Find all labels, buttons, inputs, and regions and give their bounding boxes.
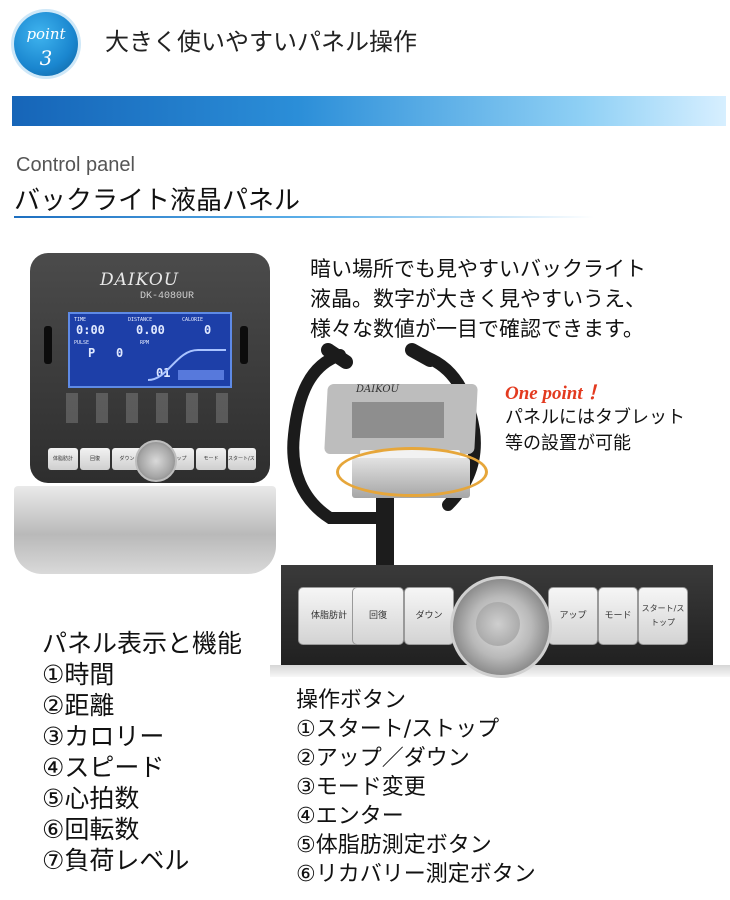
console-model: DK-4080UR <box>140 291 195 302</box>
zoom-dial-center[interactable] <box>476 602 520 646</box>
zoom-key-down[interactable]: ダウン <box>404 587 454 645</box>
bike-logo: DAIKOU <box>356 384 400 395</box>
bike-post <box>376 498 394 574</box>
key-recovery[interactable]: 回復 <box>80 448 110 470</box>
one-point-line: パネルにはタブレット <box>505 407 685 428</box>
header-gradient-bar <box>12 96 726 126</box>
bike-screen <box>352 402 444 438</box>
list-item: ①時間 <box>42 660 115 689</box>
list-item: ②アップ／ダウン <box>296 746 470 771</box>
badge-label: point <box>26 25 66 43</box>
lcd-label-calorie: CALORIE <box>182 317 204 323</box>
key-mode[interactable]: モード <box>196 448 226 470</box>
section-label-jp: バックライト液晶パネル <box>14 186 301 216</box>
list-item: ⑤心拍数 <box>42 784 140 813</box>
key-down[interactable]: ダウン <box>112 448 142 470</box>
description-line: 暗い場所でも見やすいバックライト <box>310 257 646 281</box>
list-item: ⑥回転数 <box>42 815 140 844</box>
list-item: ⑦負荷レベル <box>42 846 190 875</box>
console-logo: DAIKOU <box>100 270 180 290</box>
list-item: ④エンター <box>296 804 404 829</box>
lcd-pulse: 0 <box>116 346 124 360</box>
lcd-calorie: 0 <box>204 323 212 337</box>
lcd-distance: 0.00 <box>136 323 165 337</box>
lcd-label-distance: DISTANCE <box>128 317 153 323</box>
console-dial[interactable] <box>135 440 177 482</box>
description: 暗い場所でも見やすいバックライト 液晶。数字が大きく見やすいうえ、 様々な数値が… <box>310 254 646 344</box>
list-item: ④スピード <box>42 753 165 782</box>
lcd-screen: TIME DISTANCE CALORIE PULSE RPM 0:00 0.0… <box>68 312 232 388</box>
zoom-key-body-fat[interactable]: 体脂肪計 <box>298 587 360 645</box>
lcd-graph <box>148 349 226 381</box>
one-point-line: 等の設置が可能 <box>505 433 631 454</box>
list-item: ⑤体脂肪測定ボタン <box>296 833 492 858</box>
lcd-label-rpm: RPM <box>140 340 150 346</box>
operation-buttons: 操作ボタン ①スタート/ストップ ②アップ／ダウン ③モード変更 ④エンター ⑤… <box>296 686 536 889</box>
list-item: ③モード変更 <box>296 775 426 800</box>
lcd-time: 0:00 <box>76 323 105 337</box>
key-body-fat[interactable]: 体脂肪計 <box>48 448 78 470</box>
right-side-button <box>240 326 248 364</box>
zoom-key-recovery[interactable]: 回復 <box>352 587 404 645</box>
console-tray <box>14 486 276 574</box>
section-label-en: Control panel <box>16 154 135 176</box>
description-line: 液晶。数字が大きく見やすいうえ、 <box>310 287 646 311</box>
list-item: ⑥リカバリー測定ボタン <box>296 862 536 887</box>
program-icons <box>60 393 240 423</box>
lcd-label-pulse: PULSE <box>74 340 90 346</box>
list-item: ③カロリー <box>42 722 165 751</box>
one-point-text: パネルにはタブレット 等の設置が可能 <box>505 405 685 457</box>
lcd-program: P <box>88 346 96 360</box>
zoom-key-start-stop[interactable]: スタート/ストップ <box>638 587 688 645</box>
zoom-key-up[interactable]: アップ <box>548 587 598 645</box>
highlight-ellipse <box>336 447 488 497</box>
bike-handlebar-photo <box>287 343 481 524</box>
operation-buttons-title: 操作ボタン <box>296 688 407 713</box>
display-functions: パネル表示と機能 ①時間 ②距離 ③カロリー ④スピード ⑤心拍数 ⑥回転数 ⑦… <box>42 628 242 876</box>
point-badge: point 3 <box>14 12 78 76</box>
one-point-title: One point ！ <box>505 383 607 404</box>
headline: 大きく使いやすいパネル操作 <box>105 28 417 56</box>
key-start-stop[interactable]: スタート/ストップ <box>228 448 256 470</box>
left-side-button <box>44 326 52 364</box>
description-line: 様々な数値が一目で確認できます。 <box>310 317 644 341</box>
badge-number: 3 <box>39 46 53 70</box>
section-underline <box>14 216 594 218</box>
list-item: ②距離 <box>42 691 115 720</box>
zoom-key-mode[interactable]: モード <box>598 587 638 645</box>
lcd-label-time: TIME <box>74 317 87 323</box>
list-item: ①スタート/ストップ <box>296 717 500 742</box>
display-functions-title: パネル表示と機能 <box>42 629 243 658</box>
